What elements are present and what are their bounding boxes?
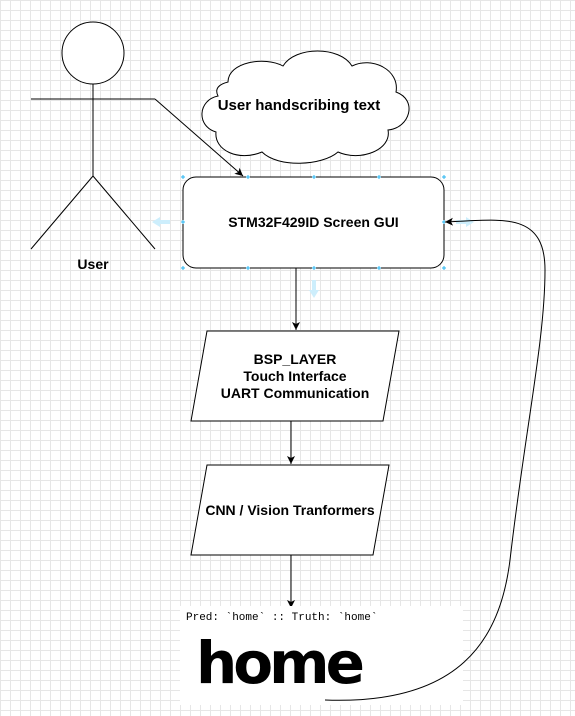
hover-arrows[interactable] — [152, 217, 474, 298]
hover-arrow-right-icon[interactable] — [456, 217, 474, 227]
bsp-line-1: BSP_LAYER — [253, 350, 337, 367]
bsp-node-shape[interactable] — [190, 330, 400, 422]
connector-user-to-gui[interactable] — [154, 98, 244, 177]
user-actor[interactable] — [30, 21, 156, 250]
hover-arrow-left-icon[interactable] — [152, 217, 170, 227]
hover-arrow-down-icon[interactable] — [309, 280, 319, 298]
actor-right-leg — [92, 175, 156, 250]
bsp-line-2: Touch Interface — [243, 367, 347, 384]
output-image-panel — [180, 606, 463, 705]
actor-head — [61, 21, 125, 85]
actor-left-leg — [30, 175, 94, 250]
connector-output-to-gui[interactable] — [324, 217, 546, 701]
cloud-label: User handscribing text — [217, 96, 381, 114]
cnn-node-label: CNN / Vision Tranformers — [205, 501, 375, 518]
actor-label: User — [77, 255, 109, 272]
selection-handles — [181, 175, 446, 270]
cnn-node-shape[interactable] — [190, 464, 390, 556]
handwritten-word-image: home — [196, 629, 365, 697]
gui-node-label: STM32F429ID Screen GUI — [228, 214, 399, 230]
bsp-line-3: UART Communication — [220, 384, 370, 401]
prediction-caption: Pred: `home` :: Truth: `home` — [186, 612, 378, 624]
bsp-node-label: BSP_LAYER Touch Interface UART Communica… — [191, 331, 399, 421]
cloud-shape[interactable] — [201, 50, 410, 164]
